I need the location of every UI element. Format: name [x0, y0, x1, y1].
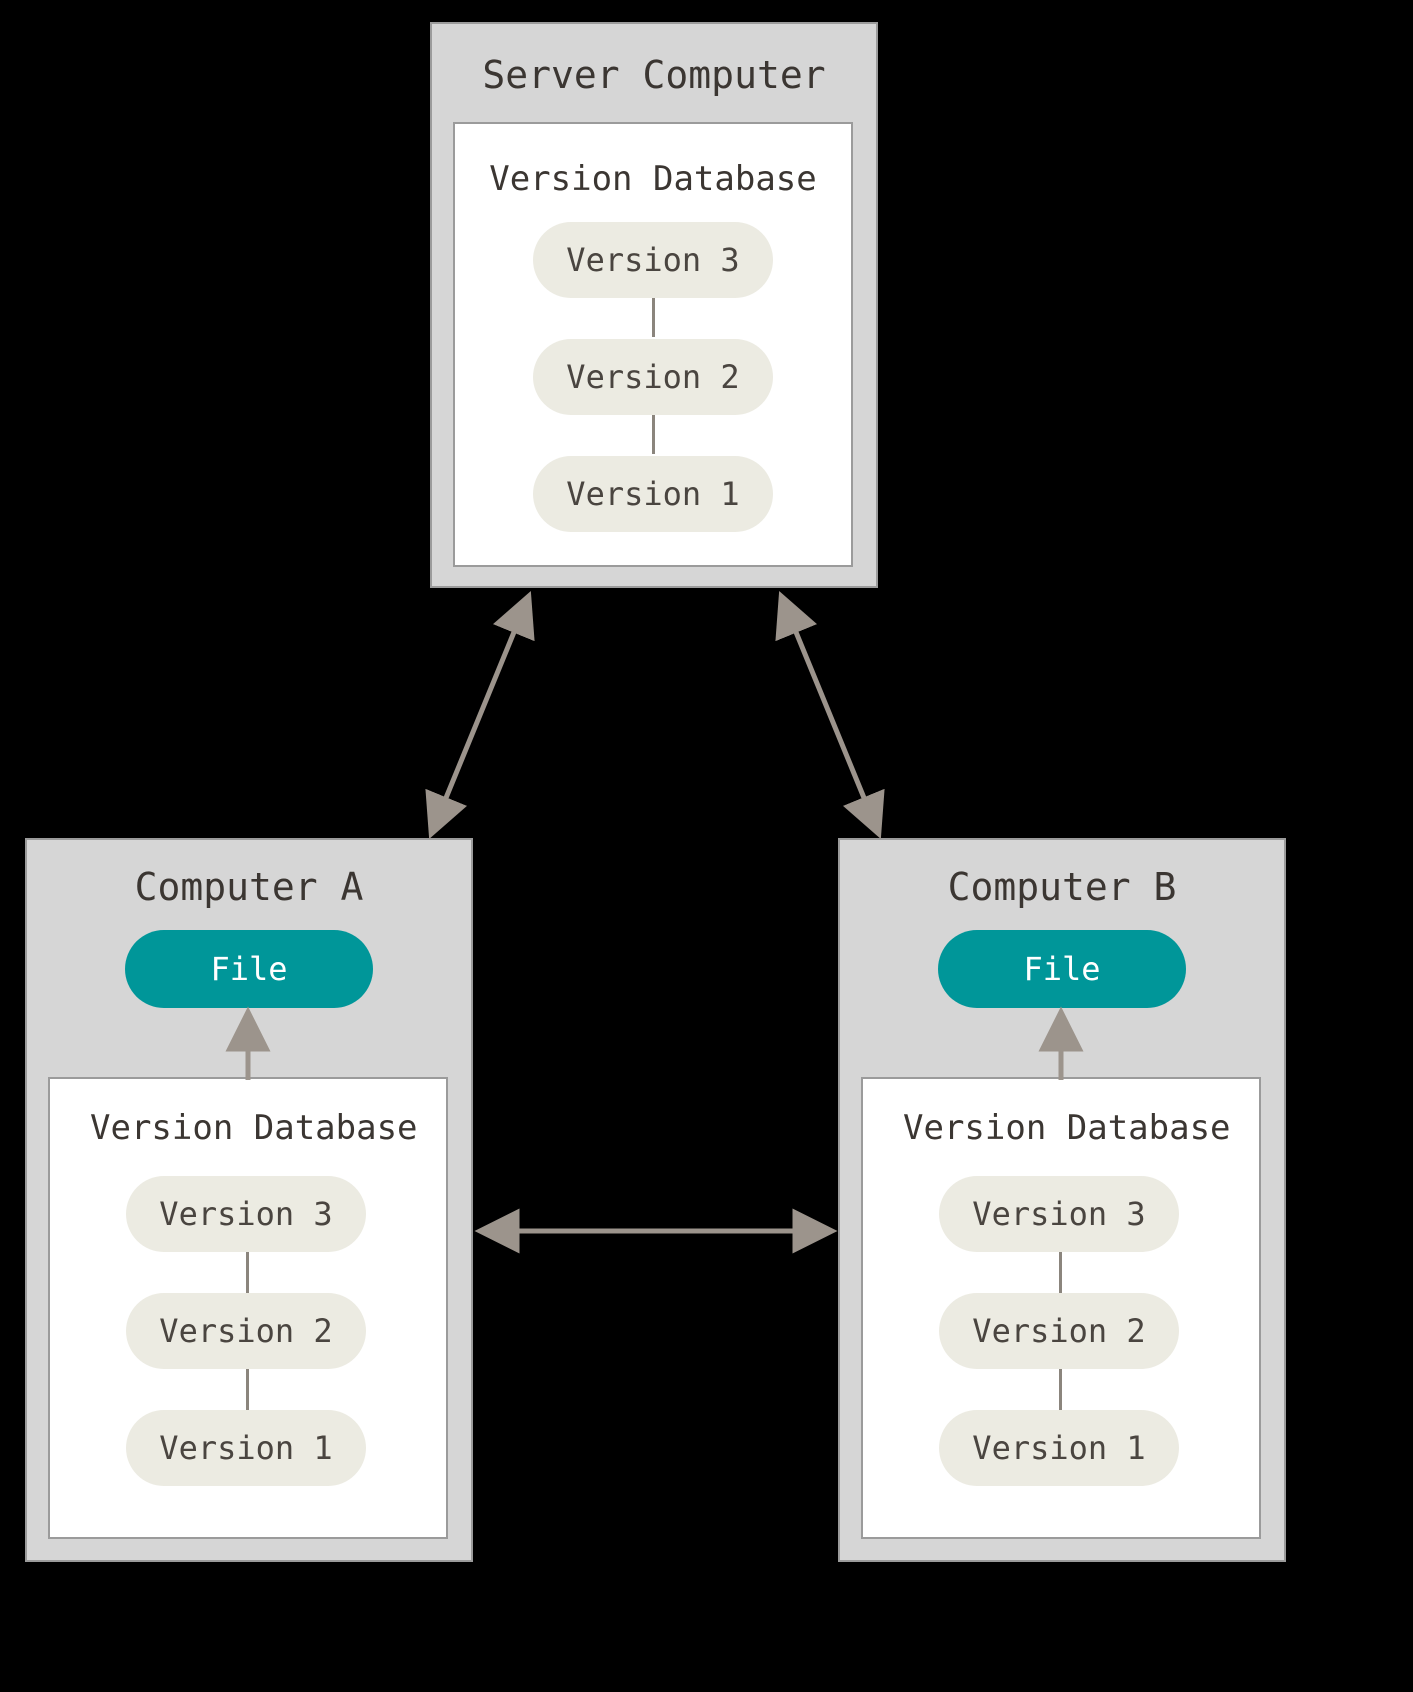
computer-b-file-pill[interactable]: File [938, 930, 1186, 1008]
computer-a-stub-3-2 [246, 1251, 249, 1293]
server-version-database-title: Version Database [489, 159, 817, 199]
computer-b-version-pill-1-label: Version 1 [972, 1429, 1146, 1467]
computer-b-version-pill-3-label: Version 3 [972, 1195, 1146, 1233]
computer-b-version-database-title: Version Database [903, 1108, 1231, 1148]
server-version-pill-3-label: Version 3 [566, 241, 740, 279]
computer-b-version-pill-3[interactable]: Version 3 [939, 1176, 1179, 1252]
computer-a-file-pill[interactable]: File [125, 930, 373, 1008]
computer-a-file-label: File [210, 950, 288, 988]
computer-b-version-pill-1[interactable]: Version 1 [939, 1410, 1179, 1486]
computer-b-file-label: File [1023, 950, 1101, 988]
server-version-pill-1-label: Version 1 [566, 475, 740, 513]
server-version-pill-3[interactable]: Version 3 [533, 222, 773, 298]
computer-b-stub-2-1 [1059, 1368, 1062, 1410]
server-version-pill-2-label: Version 2 [566, 358, 740, 396]
server-computer-title: Server Computer [482, 53, 826, 97]
computer-a-version-pill-2-label: Version 2 [159, 1312, 333, 1350]
arrow-server-to-computer-a [425, 591, 535, 839]
computer-b-version-pill-2[interactable]: Version 2 [939, 1293, 1179, 1369]
computer-a-version-pill-3[interactable]: Version 3 [126, 1176, 366, 1252]
computer-a-version-pill-2[interactable]: Version 2 [126, 1293, 366, 1369]
arrow-server-to-computer-b [775, 591, 885, 839]
computer-b-version-pill-2-label: Version 2 [972, 1312, 1146, 1350]
computer-a-version-pill-3-label: Version 3 [159, 1195, 333, 1233]
computer-b-title: Computer B [947, 865, 1177, 909]
computer-b-stub-3-2 [1059, 1251, 1062, 1293]
computer-a-version-database-title: Version Database [90, 1108, 418, 1148]
server-stub-3-2 [652, 297, 655, 337]
computer-a-version-pill-1-label: Version 1 [159, 1429, 333, 1467]
server-version-pill-1[interactable]: Version 1 [533, 456, 773, 532]
computer-a-stub-2-1 [246, 1368, 249, 1410]
computer-a-version-pill-1[interactable]: Version 1 [126, 1410, 366, 1486]
computer-a-title: Computer A [134, 865, 364, 909]
server-stub-2-1 [652, 414, 655, 454]
server-version-pill-2[interactable]: Version 2 [533, 339, 773, 415]
